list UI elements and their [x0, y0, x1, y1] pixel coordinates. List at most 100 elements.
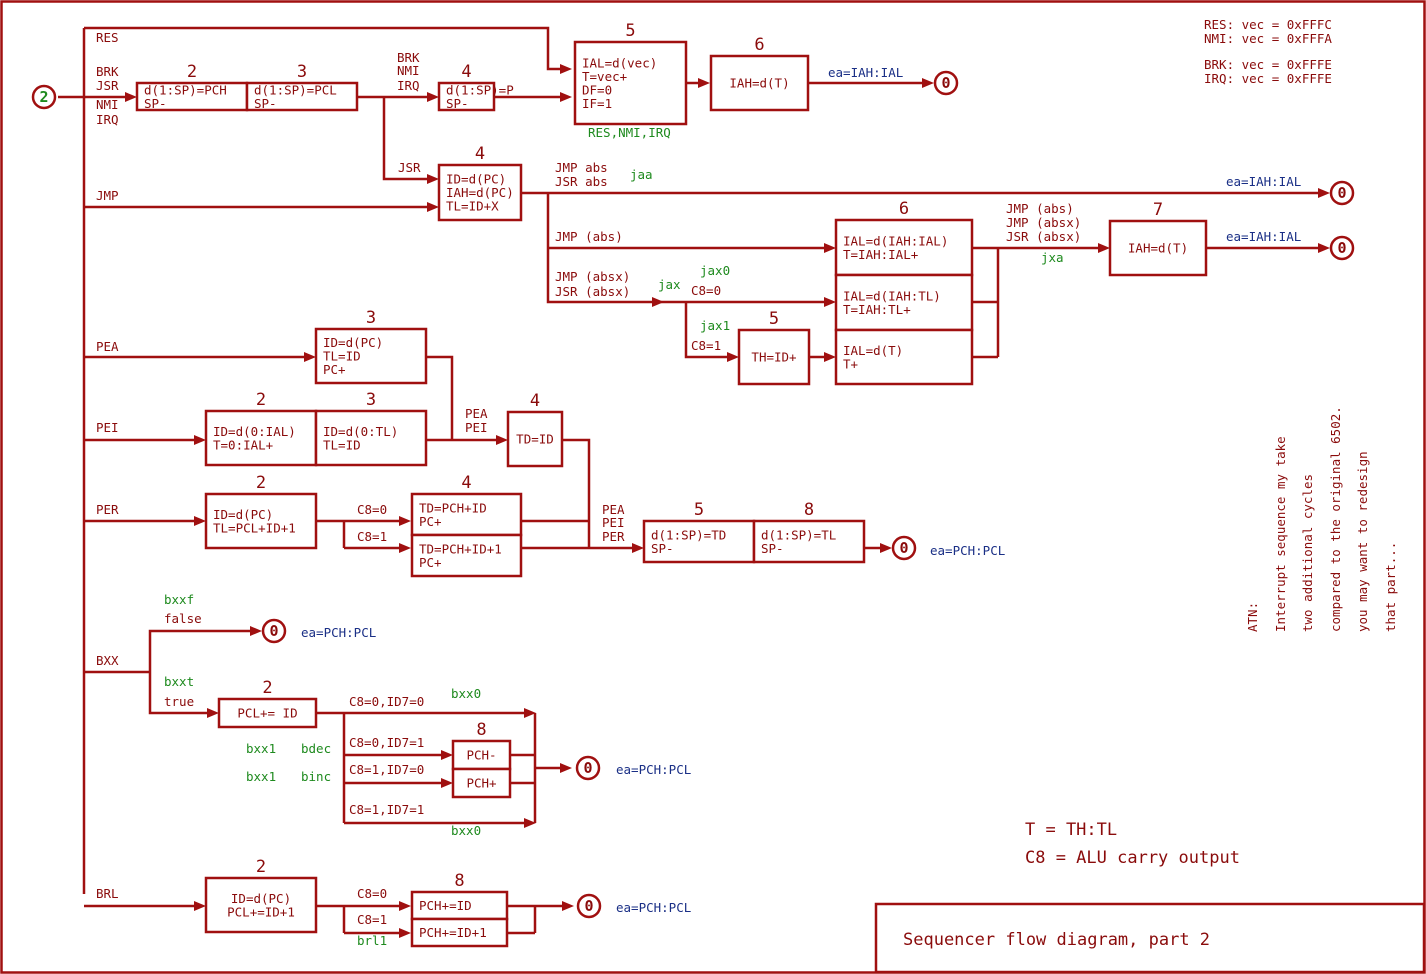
box-line: TH=ID+	[751, 350, 796, 365]
box-line: ID=d(PC)	[213, 507, 273, 522]
end-terminator: 0	[1337, 184, 1346, 202]
label-brl: BRL	[96, 886, 119, 901]
box-line: TL=ID	[323, 437, 361, 452]
cycle-number: 6	[754, 35, 764, 55]
box-frame	[217, 697, 318, 729]
box-line: T=0:IAL+	[213, 437, 273, 452]
state-box-b9: IAL=d(T)T+	[834, 328, 974, 386]
label-jsr2: JSR	[398, 160, 421, 175]
state-box-b18: TD=PCH+ID+1PC+	[410, 533, 523, 578]
start-terminator: 2	[39, 88, 48, 106]
box-frame	[752, 519, 866, 564]
box-line: IF=1	[582, 96, 612, 111]
box-frame	[1108, 219, 1208, 277]
cycle-number: 3	[366, 390, 376, 410]
box-line: IAL=d(vec)	[582, 55, 657, 70]
end-terminator: 0	[899, 539, 908, 557]
cycle-number: 3	[366, 308, 376, 328]
label-jmp: JMP	[96, 188, 119, 203]
cycle-number: 4	[475, 144, 485, 164]
label-true: true	[164, 694, 194, 709]
box-line: d(1:SP)=P	[446, 82, 514, 97]
box-line: TL=ID	[323, 349, 361, 364]
label-jmp_absp: JMP (abs)	[555, 229, 623, 244]
box-frame	[437, 163, 523, 222]
label-pea3: PEA	[602, 502, 625, 517]
label-jmp_absp2: JMP (abs)	[1006, 201, 1074, 216]
title-block	[874, 902, 1426, 974]
label-jsr: JSR	[96, 78, 119, 93]
label-c8_1c: C8=1	[357, 912, 387, 927]
box-line: T+	[843, 356, 858, 371]
label-c80id70: C8=0,ID7=0	[349, 694, 424, 709]
start-terminator-ring	[31, 84, 57, 110]
box-line: IAH=d(T)	[1128, 241, 1188, 256]
box-line: d(1:SP)=PCH	[144, 82, 227, 97]
box-frame	[204, 876, 318, 934]
ea-e7: ea=PCH:PCL	[616, 900, 691, 915]
cycle-number: 8	[476, 720, 486, 740]
box-line: PCH+=ID+1	[419, 925, 487, 940]
vector-line: IRQ: vec = 0xFFFE	[1204, 71, 1332, 86]
arrowheads	[125, 64, 1330, 938]
label-irq: IRQ	[96, 112, 119, 127]
label-jsr_absx: JSR (absx)	[555, 284, 630, 299]
box-line: IAH=d(T)	[729, 76, 789, 91]
label-res: RES	[96, 30, 119, 45]
label-pea: PEA	[96, 339, 119, 354]
box-line: SP-	[254, 96, 277, 111]
vector-line: NMI: vec = 0xFFFA	[1204, 31, 1332, 46]
end-terminator-ring	[1329, 180, 1355, 206]
ea-e2: ea=IAH:IAL	[1226, 174, 1301, 189]
box-frame	[204, 492, 318, 550]
box-frame	[506, 410, 564, 468]
label-jmp_absx: JMP (absx)	[555, 269, 630, 284]
state-bxx1b: bxx1	[246, 769, 276, 784]
state-box-b16: 2ID=d(PC)TL=PCL+ID+1	[204, 473, 318, 550]
state-brl1: brl1	[357, 933, 387, 948]
legend-line: C8 = ALU carry output	[1025, 848, 1240, 868]
cycle-number: 2	[262, 678, 272, 698]
label-bxx: BXX	[96, 653, 119, 668]
state-box-b15: 4TD=ID	[506, 391, 564, 468]
box-frame	[314, 327, 428, 385]
box-line: ID=d(0:IAL)	[213, 424, 296, 439]
cycle-number: 3	[297, 62, 307, 82]
state-binc: binc	[301, 769, 331, 784]
box-line: SP-	[651, 541, 674, 556]
box-line: DF=0	[582, 82, 612, 97]
state-box-b14: 3ID=d(0:TL)TL=ID	[314, 390, 428, 467]
box-line: PC+	[323, 362, 346, 377]
state-res_nmi_irq: RES,NMI,IRQ	[588, 125, 671, 140]
vector-line: RES: vec = 0xFFFC	[1204, 17, 1332, 32]
label-false: false	[164, 611, 202, 626]
state-jax0: jax0	[700, 263, 730, 278]
label-c8_0b: C8=0	[357, 502, 387, 517]
box-line: IAL=d(IAH:TL)	[843, 288, 941, 303]
label-c8_0c: C8=0	[357, 886, 387, 901]
state-jax1: jax1	[700, 318, 730, 333]
end-terminator: 0	[584, 897, 593, 915]
box-line: ID=d(PC)	[231, 891, 291, 906]
state-jax: jax	[658, 277, 681, 292]
box-frame	[314, 409, 428, 467]
box-frame	[737, 328, 811, 386]
end-terminator: 0	[1337, 239, 1346, 257]
box-line: TD=ID	[516, 432, 554, 447]
box-frame	[834, 273, 974, 332]
box-frame	[135, 81, 249, 112]
box-frame	[834, 328, 974, 386]
box-frame	[245, 81, 359, 112]
box-line: PCL+= ID	[237, 706, 297, 721]
state-box-b10: 5TH=ID+	[737, 309, 811, 386]
label-pei2: PEI	[465, 420, 488, 435]
box-frame	[410, 492, 523, 537]
diagram-title: Sequencer flow diagram, part 2	[903, 930, 1210, 950]
